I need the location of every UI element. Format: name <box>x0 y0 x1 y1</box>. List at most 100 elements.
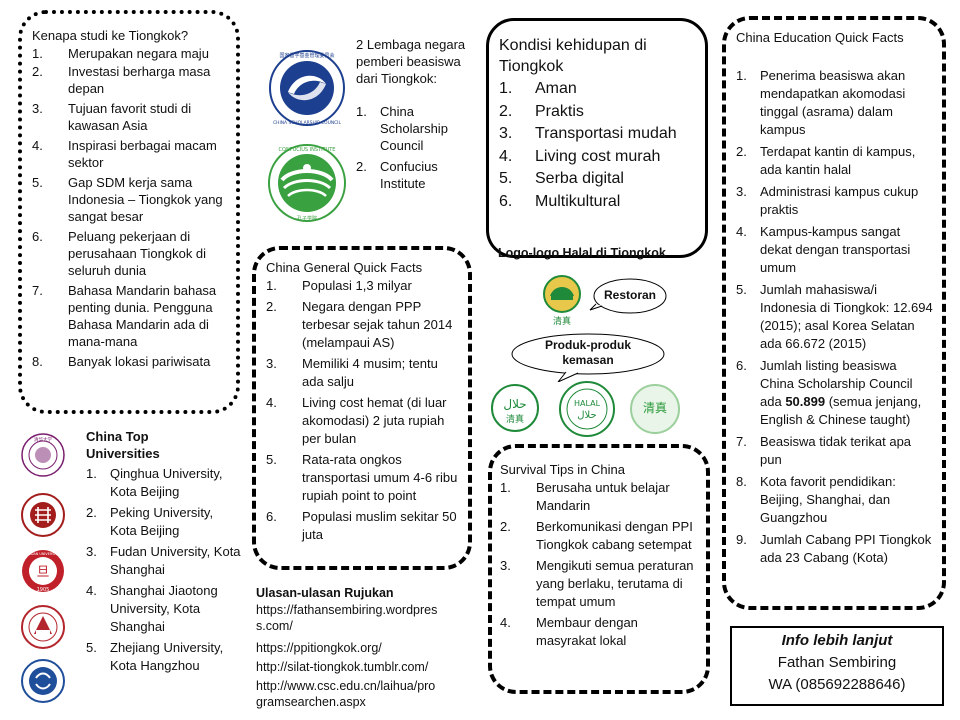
list-item: 4.Inspirasi berbagai macam sektor <box>32 138 217 170</box>
peking-logo <box>20 492 66 538</box>
living-list: 1.Aman 2.Praktis 3.Transportasi mudah 4.… <box>499 78 695 213</box>
svg-text:国家留学基金管理委员会: 国家留学基金管理委员会 <box>279 52 334 59</box>
survival-list: 1.Berusaha untuk belajar Mandarin 2.Berk… <box>500 479 698 650</box>
list-item: 1.Penerima beasiswa akan mendapatkan ako… <box>736 68 906 137</box>
list-item: 3.Mengikuti semua peraturan yang berlaku… <box>500 558 694 609</box>
list-item: 7.Bahasa Mandarin bahasa penting dunia. … <box>32 283 217 349</box>
tsinghua-logo: 清华大学 <box>20 432 66 478</box>
reference-link[interactable]: https://ppitiongkok.org/ <box>256 641 382 655</box>
why-study-list: 1.Merupakan negara maju 2.Investasi berh… <box>32 45 228 370</box>
list-item: 1.Berusaha untuk belajar Mandarin <box>500 480 670 513</box>
list-item: 1.Qinghua University, Kota Beijing <box>86 466 223 499</box>
list-item: 2.Confucius Institute <box>356 159 438 191</box>
svg-text:CONFUCIUS INSTITUTE: CONFUCIUS INSTITUTE <box>279 147 336 153</box>
svg-text:旦: 旦 <box>36 565 49 580</box>
contact-wa: WA (085692288646) <box>768 676 906 693</box>
sjtu-logo <box>20 604 66 650</box>
general-title: China General Quick Facts <box>266 260 423 275</box>
list-item: 5.Zhejiang University, Kota Hangzhou <box>86 640 224 673</box>
list-item: 8.Banyak lokasi pariwisata <box>32 354 211 369</box>
list-item: 4.Living cost hemat (di luar akomodasi) … <box>266 395 447 446</box>
list-item: 5.Gap SDM kerja sama Indonesia – Tiongko… <box>32 175 223 224</box>
living-conditions-box: Kondisi kehidupan di Tiongkok 1.Aman 2.P… <box>486 18 708 258</box>
restoran-bubble: Restoran <box>588 276 668 316</box>
zhejiang-logo <box>20 658 66 704</box>
list-item: 2.Peking University, Kota Beijing <box>86 505 214 538</box>
reference-link[interactable]: https://fathansembiring.wordpres <box>256 603 438 617</box>
universities-list: 1.Qinghua University, Kota Beijing 2.Pek… <box>86 465 242 675</box>
list-item: 2.Praktis <box>499 102 584 120</box>
produk-bubble: Produk-produk kemasan <box>508 332 668 382</box>
list-item: 6.Populasi muslim sekitar 50 juta <box>266 509 457 542</box>
list-item: 2.Berkomunikasi dengan PPI Tiongkok caba… <box>500 519 693 552</box>
svg-text:清真: 清真 <box>553 315 571 327</box>
list-item: 5.Jumlah mahasiswa/i Indonesia di Tiongk… <box>736 282 933 351</box>
svg-text:1905: 1905 <box>37 587 50 593</box>
list-item: 9.Jumlah Cabang PPI Tiongkok ada 23 Caba… <box>736 532 932 565</box>
contact-name: Fathan Sembiring <box>777 654 897 671</box>
general-list: 1.Populasi 1,3 milyar 2.Negara dengan PP… <box>266 277 460 544</box>
list-item: 3.Memiliki 4 musim; tentu ada salju <box>266 356 438 389</box>
svg-text:清真: 清真 <box>506 413 524 425</box>
why-study-box: Kenapa studi ke Tiongkok? 1.Merupakan ne… <box>18 10 240 414</box>
list-item: 5.Serba digital <box>499 170 624 187</box>
svg-text:FUDAN UNIVERSITY: FUDAN UNIVERSITY <box>26 552 60 556</box>
svg-text:CHINA SCHOLARSHIP COUNCIL: CHINA SCHOLARSHIP COUNCIL <box>273 120 341 126</box>
list-item: 4.Membaur dengan masyrakat lokal <box>500 615 638 648</box>
reference-link[interactable]: gramsearchen.aspx <box>256 695 366 709</box>
svg-text:清华大学: 清华大学 <box>34 436 52 443</box>
list-item: 5.Rata-rata ongkos transportasi umum 4-6… <box>266 452 458 503</box>
halal-product-logo-1: حلال 清真 <box>490 382 540 436</box>
list-item: 1.Aman <box>499 80 577 97</box>
survival-title: Survival Tips in China <box>500 462 625 477</box>
halal-product-logo-3: 清真 <box>628 382 682 436</box>
scholarship-section: 2 Lembaga negara pemberi beasiswa dari T… <box>356 36 466 192</box>
universities-title: China Top Universities <box>86 429 160 461</box>
confucius-institute-logo: CONFUCIUS INSTITUTE 孔子学院 <box>266 142 348 224</box>
contact-title: Info lebih lanjut <box>781 632 893 649</box>
contact-box: Info lebih lanjut Fathan Sembiring WA (0… <box>730 626 944 706</box>
fudan-logo: 旦 1905 FUDAN UNIVERSITY <box>20 548 66 594</box>
list-item: 4.Living cost murah <box>499 147 661 165</box>
list-item: 2.Terdapat kantin di kampus, ada kantin … <box>736 144 916 177</box>
education-title: China Education Quick Facts <box>736 30 904 45</box>
references-section: Ulasan-ulasan Rujukan https://fathansemb… <box>256 586 466 710</box>
scholarship-count: 50.899 <box>785 394 826 409</box>
why-study-title: Kenapa studi ke Tiongkok? <box>32 28 189 43</box>
halal-title: Logo-logo Halal di Tiongkok <box>498 246 666 260</box>
restoran-label: Restoran <box>603 288 656 302</box>
general-facts-box: China General Quick Facts 1.Populasi 1,3… <box>252 246 472 570</box>
list-item: 3.Administrasi kampus cukup praktis <box>736 184 919 217</box>
svg-text:حلال: حلال <box>503 397 526 411</box>
produk-label: Produk-produk kemasan <box>545 338 631 367</box>
universities-section: China Top Universities 1.Qinghua Univers… <box>86 428 242 675</box>
csc-logo: 国家留学基金管理委员会 CHINA SCHOLARSHIP COUNCIL <box>266 48 348 128</box>
halal-product-logo-2: HALAL حلال <box>552 380 622 438</box>
list-item: 2.Negara dengan PPP terbesar sejak tahun… <box>266 299 453 350</box>
reference-link[interactable]: http://www.csc.edu.cn/laihua/pro <box>256 679 436 693</box>
list-item: 6.Peluang pekerjaan di perusahaan Tiongk… <box>32 229 207 278</box>
list-item: 7.Beasiswa tidak terikat apa pun <box>736 434 912 467</box>
list-item: 1.Populasi 1,3 milyar <box>266 278 412 293</box>
education-list: 1.Penerima beasiswa akan mendapatkan ako… <box>736 67 934 567</box>
list-item: 1.Merupakan negara maju <box>32 46 209 61</box>
list-item: 3.Fudan University, Kota Shanghai <box>86 544 241 577</box>
list-item: 4.Shanghai Jiaotong University, Kota Sha… <box>86 583 218 634</box>
reference-link[interactable]: http://silat-tiongkok.tumblr.com/ <box>256 660 429 674</box>
svg-text:清真: 清真 <box>643 401 667 415</box>
list-item: 3.Transportasi mudah <box>499 125 677 142</box>
list-item: 2.Investasi berharga masa depan <box>32 64 211 96</box>
reference-link[interactable]: s.com/ <box>256 619 293 633</box>
education-facts-box: China Education Quick Facts 1.Penerima b… <box>722 16 946 610</box>
list-item: 6.Jumlah listing beasiswa China Scholars… <box>736 358 922 427</box>
references-title: Ulasan-ulasan Rujukan <box>256 586 394 600</box>
survival-tips-box: Survival Tips in China 1.Berusaha untuk … <box>488 444 710 694</box>
list-item: 4.Kampus-kampus sangat dekat dengan tran… <box>736 224 911 275</box>
list-item: 1.China Scholarship Council <box>356 104 448 153</box>
living-title: Kondisi kehidupan di Tiongkok <box>499 37 647 75</box>
list-item: 8.Kota favorit pendidikan: Beijing, Shan… <box>736 474 896 525</box>
halal-restaurant-logo: 清真 <box>540 274 584 328</box>
svg-text:孔子学院: 孔子学院 <box>297 215 317 222</box>
list-item: 3.Tujuan favorit studi di kawasan Asia <box>32 101 192 133</box>
svg-text:حلال: حلال <box>577 410 596 421</box>
